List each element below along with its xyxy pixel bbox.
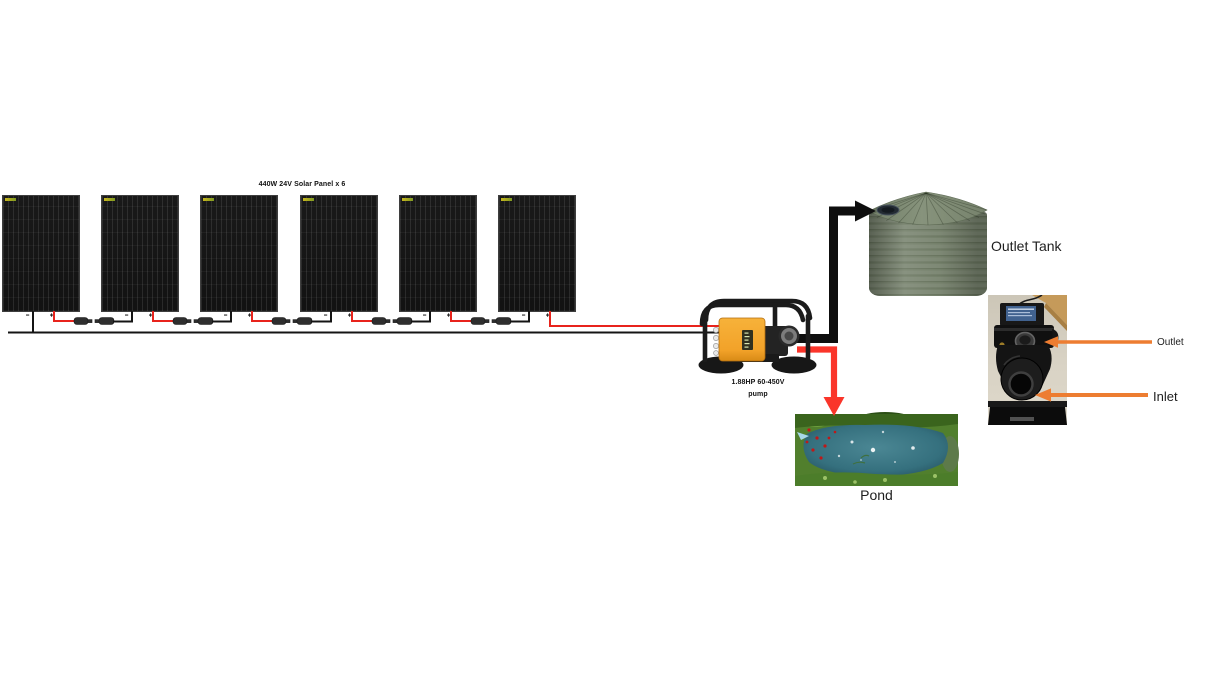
pump-frame	[699, 298, 813, 363]
solar-panel	[200, 195, 278, 312]
panel-brand-icon	[303, 198, 314, 201]
panel-brand-icon	[203, 198, 214, 201]
solar-array-label: 440W 24V Solar Panel x 6	[258, 181, 346, 188]
solar-panel	[101, 195, 179, 312]
inlet-label: Inlet	[1153, 389, 1178, 404]
pump-label-line1: 1.88HP 60-450V	[731, 379, 785, 386]
pump-foot	[771, 356, 817, 374]
panel-brand-icon	[104, 198, 115, 201]
pipe-to-tank-arrow	[792, 200, 876, 343]
cable-glands	[713, 327, 719, 356]
solar-panel	[498, 195, 576, 312]
pond-bird-icon	[797, 432, 809, 440]
inlet-port	[1008, 371, 1034, 397]
panel-brand-icon	[5, 198, 16, 201]
pump-unit	[698, 298, 817, 374]
outlet-tank-label: Outlet Tank	[991, 238, 1062, 254]
pump-label-line2: pump	[748, 390, 768, 398]
pond-flowers-icon	[805, 428, 837, 460]
inlet-arrow	[1035, 388, 1148, 402]
water-tank-body	[869, 212, 987, 296]
pond-label: Pond	[860, 487, 893, 503]
cardboard-box	[1032, 295, 1067, 325]
outlet-label: Outlet	[1157, 337, 1184, 348]
solar-panel	[399, 195, 477, 312]
panel-brand-icon	[501, 198, 512, 201]
panel-brand-icon	[402, 198, 413, 201]
water-tank-roof	[868, 191, 988, 226]
pond-photo	[795, 412, 959, 486]
pump-photo	[988, 295, 1067, 425]
pump-label: 1.88HP 60-450V pump	[708, 377, 808, 400]
solar-panel	[300, 195, 378, 312]
outlet-arrow	[1044, 336, 1152, 348]
pump-base	[988, 407, 1067, 425]
solar-panel	[2, 195, 80, 312]
